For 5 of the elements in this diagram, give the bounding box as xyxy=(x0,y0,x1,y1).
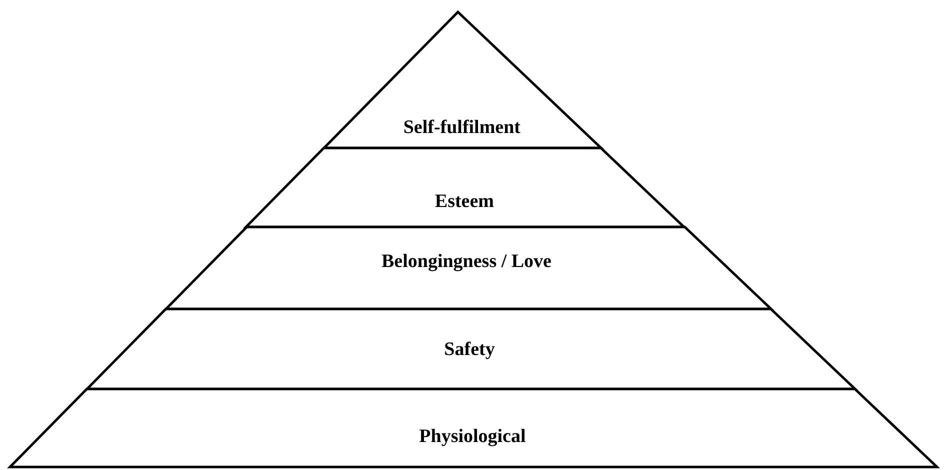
tier-label: Physiological xyxy=(419,426,526,448)
tier-label: Esteem xyxy=(434,191,494,213)
tier-label: Self-fulfilment xyxy=(403,117,520,139)
tier-label: Belongingness / Love xyxy=(382,251,552,273)
tier-label: Safety xyxy=(444,339,495,361)
